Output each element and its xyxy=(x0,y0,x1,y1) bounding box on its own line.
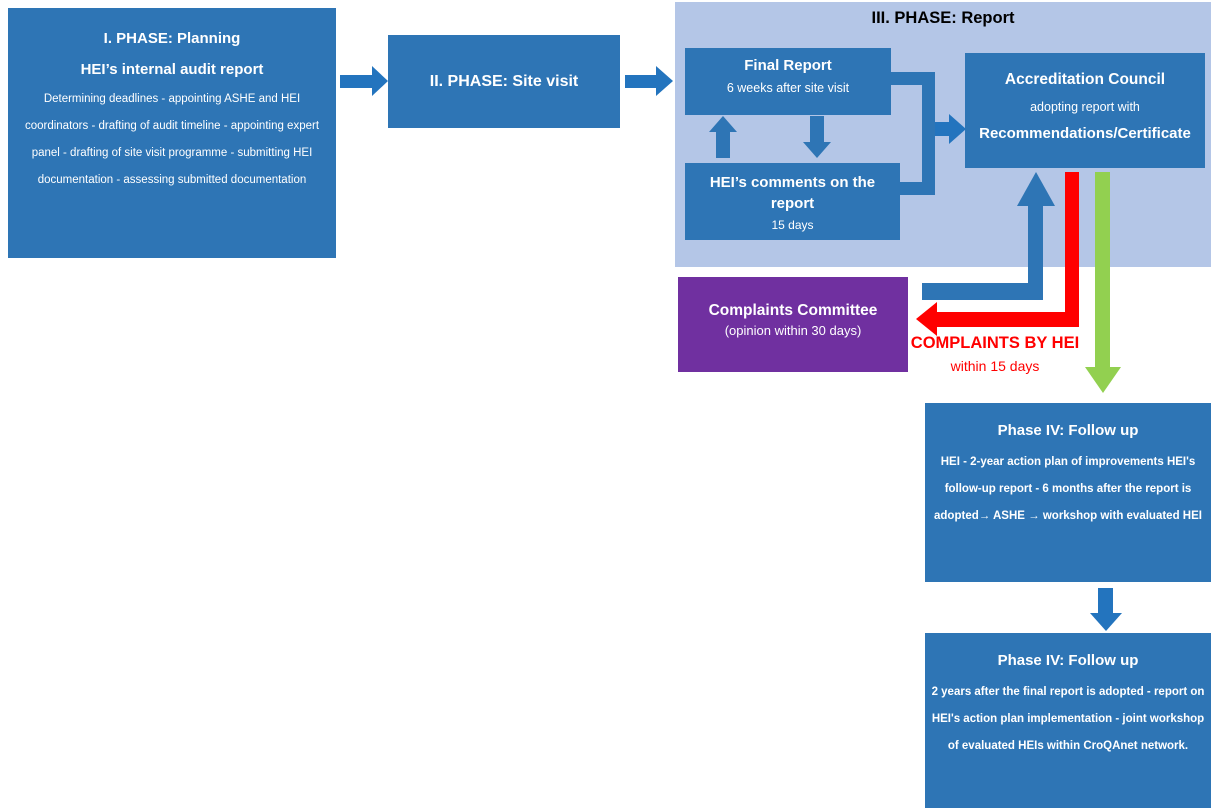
arrow-phase1-to-phase2-icon xyxy=(340,66,388,96)
phase1-title: I. PHASE: Planning xyxy=(103,30,241,47)
phase2-title: II. PHASE: Site visit xyxy=(429,72,579,90)
phase1-body: Determining deadlines - appointing ASHE … xyxy=(24,93,320,186)
phase4b-box: Phase IV: Follow up 2 years after the fi… xyxy=(925,633,1211,808)
arrow-head xyxy=(1017,172,1055,206)
arrow-final-to-comments-icon xyxy=(803,116,831,158)
phase4a-title: Phase IV: Follow up xyxy=(997,422,1139,439)
within-15-days-label: within 15 days xyxy=(950,358,1040,374)
arrow-head xyxy=(916,302,937,336)
accreditation-title: Accreditation Council xyxy=(1004,71,1166,88)
phase4a-body: HEI - 2-year action plan of improvements… xyxy=(934,456,1202,522)
hei-comments-subtitle: 15 days xyxy=(771,218,814,232)
phase1-subtitle: HEI’s internal audit report xyxy=(80,61,264,78)
arrow-phase4a-to-phase4b-icon xyxy=(1090,588,1122,631)
arrow-shaft xyxy=(810,116,824,143)
accreditation-box: Accreditation Council adopting report wi… xyxy=(965,53,1205,168)
arrow-head xyxy=(949,114,966,144)
final-report-subtitle: 6 weeks after site visit xyxy=(726,81,850,95)
phase2-box: II. PHASE: Site visit xyxy=(388,35,620,128)
phase4b-body: 2 years after the final report is adopte… xyxy=(931,686,1205,752)
arrow-shaft xyxy=(340,75,373,88)
complaints-committee-title: Complaints Committee xyxy=(708,302,878,319)
arrow-head xyxy=(656,66,673,96)
arrow-head xyxy=(372,66,388,96)
arrow-head xyxy=(803,142,831,158)
phase1-box: I. PHASE: Planning HEI’s internal audit … xyxy=(8,8,336,258)
final-report-title: Final Report xyxy=(744,57,832,74)
hei-comments-title: HEI’s comments on the report xyxy=(709,174,876,212)
arrow-shaft xyxy=(625,75,657,88)
complaints-committee-subtitle: (opinion within 30 days) xyxy=(724,323,862,338)
arrow-head xyxy=(1090,613,1122,631)
arrow-bracket-to-accreditation-icon xyxy=(935,114,966,144)
arrow-shaft xyxy=(935,122,950,136)
bracket-vertical-segment xyxy=(922,72,935,195)
arrow-shaft xyxy=(1065,172,1079,327)
arrow-shaft xyxy=(1095,172,1110,368)
phase4a-box: Phase IV: Follow up HEI - 2-year action … xyxy=(925,403,1211,582)
arrow-complaints-to-accreditation-icon xyxy=(922,172,1055,300)
arrow-head xyxy=(1085,367,1121,393)
bracket-bottom-segment xyxy=(891,182,935,195)
phase4b-title: Phase IV: Follow up xyxy=(997,652,1139,669)
arrow-shaft xyxy=(1098,588,1113,614)
arrow-complaints-by-hei-icon xyxy=(916,172,1079,336)
complaints-by-hei-label: COMPLAINTS BY HEI xyxy=(910,334,1080,352)
arrow-shaft xyxy=(1028,205,1043,300)
arrow-elbow xyxy=(922,283,1043,300)
hei-comments-box: HEI’s comments on the report 15 days xyxy=(685,163,900,240)
arrow-shaft xyxy=(716,131,730,158)
phase3-title: III. PHASE: Report xyxy=(871,9,1015,27)
arrow-comments-to-final-icon xyxy=(709,116,737,158)
arrow-phase2-to-phase3-icon xyxy=(625,66,673,96)
accreditation-line3: Recommendations/Certificate xyxy=(979,125,1191,142)
arrow-accreditation-to-phase4-icon xyxy=(1085,172,1121,393)
arrow-elbow xyxy=(936,312,1079,327)
complaints-committee-box: Complaints Committee (opinion within 30 … xyxy=(678,277,908,372)
accreditation-line2: adopting report with xyxy=(1030,100,1140,114)
final-report-box: Final Report 6 weeks after site visit xyxy=(685,48,891,115)
arrow-head xyxy=(709,116,737,132)
